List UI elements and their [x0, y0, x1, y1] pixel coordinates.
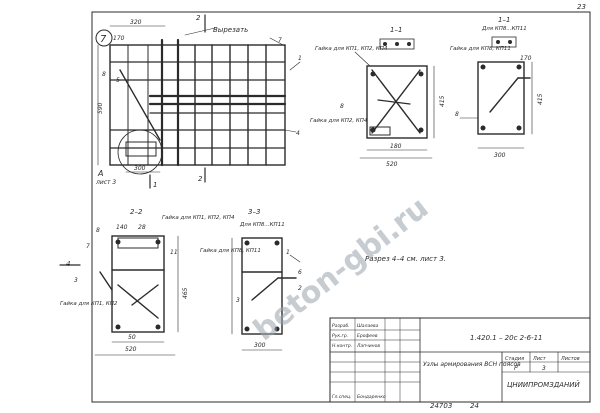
section-2-2-title: 2–2 [130, 208, 143, 216]
sheet3-label: лист 3 [95, 179, 116, 186]
stage-label: Стадия [505, 356, 524, 362]
sheet-no: 3 [542, 365, 546, 372]
section-3-3-title: 3–3 [248, 208, 260, 216]
pos-8-s22: 8 [96, 227, 100, 234]
name-1: Ерофеев [357, 333, 378, 339]
dim-170: 170 [113, 35, 125, 42]
row-2: Н.контр. [332, 343, 352, 349]
dim-520-s22: 520 [125, 346, 137, 353]
pos-8-plan: 8 [102, 71, 106, 78]
label-gaps-kp1: Гайка для КП1, КП2, КП4 [315, 46, 388, 52]
title-block [329, 317, 591, 403]
dim-28-s22: 28 [138, 224, 146, 231]
dim-50-s22: 50 [128, 334, 136, 341]
detail-number: 7 [100, 34, 107, 45]
section-1-1-title: 1–1 [390, 26, 402, 34]
section-1-1b-sub: Для КП8...КП11 [481, 26, 527, 32]
section-2-2 [59, 235, 179, 356]
dim-520-s11: 520 [386, 161, 398, 168]
org-name: ЦНИИПРОМЗДАНИЙ [507, 380, 580, 389]
pos-1-plan: 1 [298, 55, 302, 62]
name-3: Бондаренко [357, 394, 386, 400]
pos-1-s33: 1 [286, 249, 290, 256]
section-3-3-sub: Для КП8...КП11 [239, 222, 285, 228]
section-1-1b-title: 1–1 [498, 16, 510, 24]
doc-number: 24703 [430, 402, 452, 410]
name-0: Шалаева [357, 323, 379, 329]
page-number: 23 [577, 3, 586, 11]
title-text: Узлы армирования ВСН поясов [423, 361, 521, 368]
pos-3-s22: 3 [74, 277, 78, 284]
note-cut: Вырезать [213, 26, 248, 34]
label-gaps-bottom: Гайка для КП1, КП2 [60, 301, 118, 307]
label-gaps-kp1-s22: Гайка для КП1, КП2, КП4 [162, 215, 235, 221]
sheets-label: Листов [560, 356, 580, 362]
marker-4-s22: 4 [66, 260, 70, 268]
section-1-1 [354, 38, 435, 159]
row-0: Разраб. [332, 323, 350, 329]
dim-170-s11b: 170 [520, 55, 532, 62]
pos-4-plan: 4 [296, 130, 300, 137]
section-3-3 [231, 237, 301, 351]
marker-1-bottom: 1 [153, 181, 157, 189]
sheet-label: Лист [532, 356, 547, 362]
pos-11-s22: 11 [170, 249, 178, 256]
dim-590: 590 [97, 102, 104, 114]
cut-note: Разрез 4–4 см. лист 3. [365, 255, 446, 263]
dim-300-s11b: 300 [494, 152, 506, 159]
view-a-label: А [97, 169, 103, 178]
dim-140-s22: 140 [116, 224, 128, 231]
dim-300: 300 [134, 165, 146, 172]
stage-value: Р [514, 365, 518, 372]
marker-2-top: 2 [196, 14, 201, 22]
pos-8-s11b: 8 [455, 111, 459, 118]
label-gaps-kp2: Гайка для КП2, КП4 [310, 118, 368, 124]
pos-6-s33: 6 [298, 269, 302, 276]
dim-320: 320 [130, 19, 142, 26]
section-1-1-kp8 [459, 36, 533, 149]
marker-2-bottom: 2 [198, 175, 203, 183]
label-gaps-kp8-s33: Гайка для КП8, КП11 [200, 248, 261, 254]
name-2: Лапчинов [356, 343, 380, 349]
dim-415-s11b: 415 [537, 93, 544, 105]
row-1: Рук.гр. [332, 333, 348, 339]
plan-view [97, 14, 301, 189]
pos-2-s33: 2 [298, 285, 302, 292]
dim-415-s11: 415 [439, 95, 446, 107]
pos-7-plan: 7 [278, 37, 282, 44]
pos-5-plan: 5 [116, 77, 120, 84]
pos-8-s11: 8 [340, 103, 344, 110]
pos-7-s22: 7 [86, 243, 90, 250]
pos-3-s33: 3 [236, 297, 240, 304]
title-code: 1.420.1 – 20с 2-6-11 [470, 334, 543, 342]
dim-300-s33: 300 [254, 342, 266, 349]
sheet-bottom: 24 [470, 402, 479, 410]
dim-180-s11: 180 [390, 143, 402, 150]
detail-number-circle [95, 29, 113, 47]
row-3: Гл.спец. [332, 394, 352, 400]
dim-465-s22: 465 [182, 287, 189, 299]
label-gaps-kp8: Гайка для КП8, КП11 [450, 46, 511, 52]
